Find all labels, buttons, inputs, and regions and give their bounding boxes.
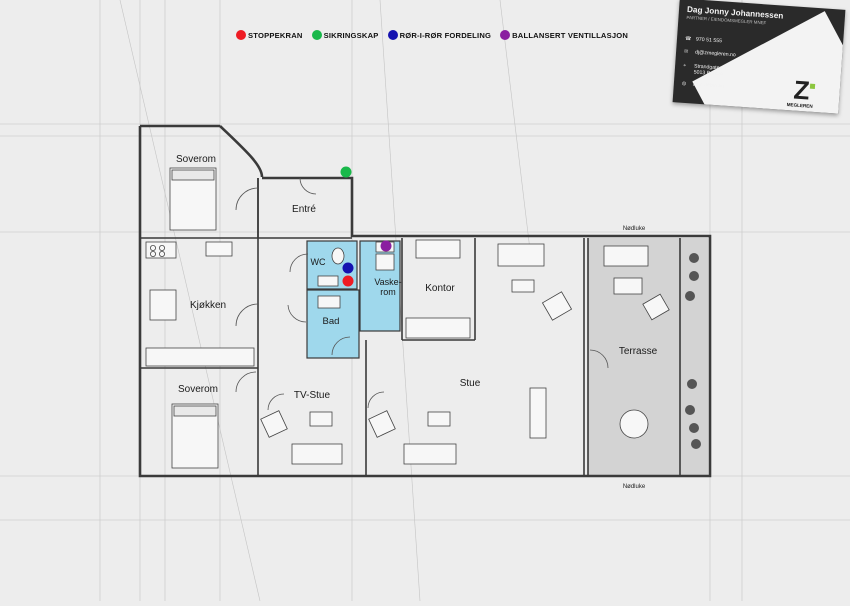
- room-label-soverom-top: Soverom: [176, 154, 216, 165]
- legend-dot-ror-i-ror: [387, 30, 398, 40]
- coffee-table: [511, 279, 535, 293]
- terrace-area: [588, 238, 708, 476]
- sink: [205, 241, 233, 257]
- phone-icon: ☎: [684, 35, 692, 43]
- dining-table: [529, 387, 547, 439]
- legend-item-sikringskap: SIKRINGSKAP: [311, 30, 379, 40]
- sofa-stue-bottom: [403, 443, 457, 465]
- room-label-stue: Stue: [460, 378, 481, 389]
- legend-item-stoppekran: STOPPEKRAN: [236, 30, 303, 40]
- nodluke-bottom-label: Nødluke: [623, 484, 646, 490]
- room-label-vaskerom-2: rom: [380, 287, 396, 297]
- legend-dot-ventilasjon: [500, 30, 511, 40]
- legend-item-ror-i-ror: RØR-I-RØR FORDELING: [387, 30, 492, 40]
- room-label-entre: Entré: [292, 204, 316, 215]
- sikringskap-marker: [340, 166, 352, 178]
- room-label-tv-stue: TV-Stue: [294, 390, 331, 401]
- terrace-chair: [642, 293, 670, 321]
- legend-label-sikringskap: SIKRINGSKAP: [323, 30, 379, 40]
- legend-label-stoppekran: STOPPEKRAN: [248, 30, 303, 40]
- stoppekran-marker: [342, 275, 354, 287]
- room-label-vaskerom-1: Vaske-: [374, 277, 401, 287]
- legend-dot-stoppekran: [236, 30, 246, 40]
- card-address-row: ⌖ Strandgaten 10 5013 Bergen: [683, 63, 730, 78]
- room-label-wc: WC: [311, 257, 326, 267]
- location-icon: ⌖: [682, 62, 687, 69]
- counter: [145, 347, 255, 367]
- legend-label-ventilasjon: BALLANSERT VENTILLASJON: [512, 30, 629, 40]
- bad-sink: [317, 295, 341, 309]
- kitchen-table: [149, 289, 177, 321]
- desk: [415, 239, 461, 259]
- legend-dot-sikringskap: [311, 30, 322, 40]
- legend: STOPPEKRAN SIKRINGSKAP RØR-I-RØR FORDELI…: [236, 28, 632, 42]
- logo-letter: Z: [793, 76, 811, 104]
- mail-icon: ✉: [683, 48, 689, 56]
- terrace-sofa: [603, 245, 649, 267]
- room-label-terrasse: Terrasse: [619, 346, 658, 357]
- plants: [685, 253, 701, 449]
- room-label-kjokken: Kjøkken: [190, 300, 226, 311]
- stue-table: [427, 411, 451, 427]
- terrace-round-table: [619, 409, 649, 439]
- armchair-tv: [260, 410, 288, 438]
- terrace-table: [613, 277, 643, 295]
- card-email-row: ✉ dj@zmegleren.no: [684, 49, 736, 59]
- armchair-stue-2: [368, 410, 396, 438]
- nodluke-top-label: Nødluke: [623, 226, 646, 232]
- z-logo-icon: Z: [793, 76, 816, 104]
- card-wedge: [692, 11, 846, 114]
- card-email: dj@zmegleren.no: [694, 49, 736, 59]
- washer: [375, 253, 395, 271]
- outer-walls: [138, 124, 712, 478]
- ror-i-ror-marker: [342, 262, 354, 274]
- room-label-kontor: Kontor: [425, 283, 455, 294]
- sofa-top: [497, 243, 545, 267]
- globe-icon: ◍: [681, 80, 687, 87]
- legend-label-ror-i-ror: RØR-I-RØR FORDELING: [399, 30, 492, 40]
- door-swings: [235, 177, 609, 411]
- card-phone: 970 51 555: [695, 36, 723, 45]
- card-phone-row: ☎ 970 51 555: [685, 36, 722, 45]
- legend-item-ventilasjon: BALLANSERT VENTILLASJON: [500, 30, 628, 40]
- toilet: [331, 247, 345, 265]
- room-label-bad: Bad: [323, 316, 340, 327]
- tv-table: [309, 411, 333, 427]
- ventilasjon-marker: [380, 240, 392, 252]
- business-card: Dag Jonny Johannessen PARTNER / EIENDOMS…: [672, 0, 846, 114]
- room-label-soverom-bottom: Soverom: [178, 384, 218, 395]
- sofa-tv: [291, 443, 343, 465]
- furniture: [145, 167, 670, 469]
- wc-sink: [317, 275, 339, 287]
- armchair-stue: [541, 291, 573, 321]
- shelf: [405, 317, 471, 339]
